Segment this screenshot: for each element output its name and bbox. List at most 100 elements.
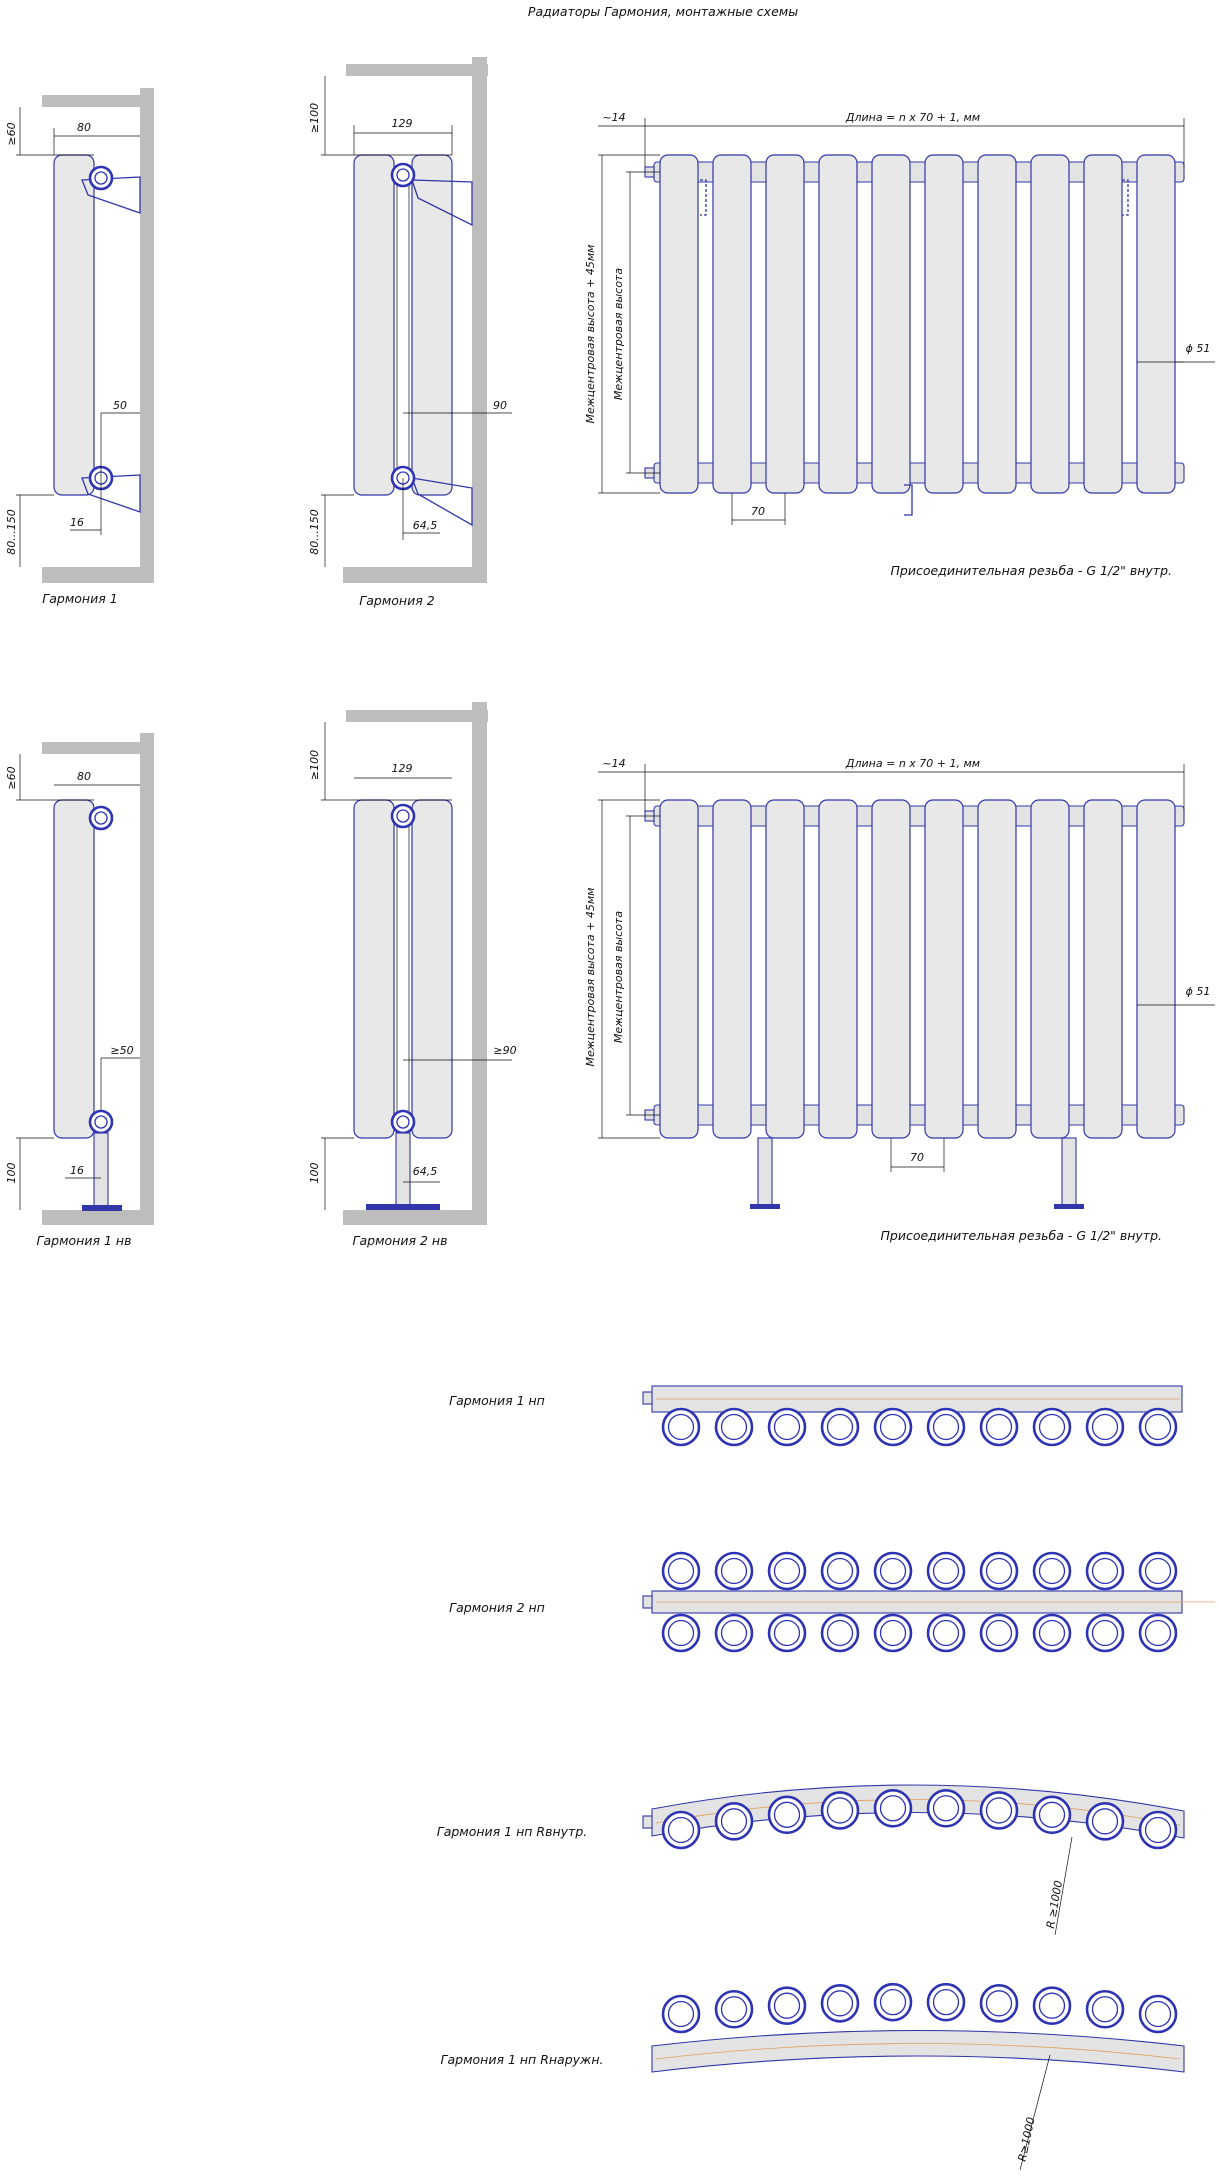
view-name: Гармония 1 нп Rвнутр. [437, 1824, 587, 1839]
section-ring [767, 1407, 807, 1447]
dim-bottom: 100 [308, 1163, 321, 1184]
view-name: Гармония 2 нп [449, 1600, 545, 1615]
section-ring [820, 1407, 860, 1447]
plan-view-1-np: Гармония 1 нп [449, 1385, 1183, 1447]
section-ring [1138, 1613, 1178, 1653]
view-name: Гармония 2 нв [353, 1233, 448, 1248]
section-ring [979, 1791, 1019, 1830]
dim-height-outer: Межцентровая высота + 45мм [584, 888, 597, 1067]
section-ring [714, 1407, 754, 1447]
section-ring [926, 1982, 966, 2022]
dim-offset: ~14 [602, 757, 625, 770]
dim-diameter: ϕ 51 [1186, 985, 1211, 998]
dim-radius: R ≥1000 [1044, 1879, 1065, 1929]
side-view-garmonia-2: ≥100 129 90 64,5 80...150 Гармония 2 [308, 57, 512, 608]
dim-radius: R≥1000 [1016, 2116, 1038, 2163]
section-ring [1032, 1613, 1072, 1653]
section-ring [767, 1986, 807, 2026]
section-ring [1085, 1551, 1125, 1591]
side-view-garmonia-1-nv: ≥60 80 ≥50 16 100 Гармония 1 нв [5, 733, 154, 1248]
section-ring [1085, 1802, 1125, 1841]
section-ring [926, 1788, 966, 1828]
section-ring [1032, 1407, 1072, 1447]
dim-length: Длина = n x 70 + 1, мм [845, 757, 980, 770]
section-ring [714, 1551, 754, 1591]
section-ring [661, 1613, 701, 1653]
dim-height-inner: Межцентровая высота [612, 911, 625, 1043]
section-ring [873, 1982, 913, 2022]
section-ring [979, 1551, 1019, 1591]
view-name: Гармония 2 [359, 593, 434, 608]
section-ring [1032, 1986, 1072, 2026]
section-ring [979, 1613, 1019, 1653]
section-ring [661, 1407, 701, 1447]
dim-width: 129 [392, 762, 413, 775]
section-ring [714, 1613, 754, 1653]
section-ring [873, 1407, 913, 1447]
section-ring [767, 1613, 807, 1653]
section-ring [979, 1407, 1019, 1447]
dim-width: 80 [77, 121, 91, 134]
dim-pipe: 16 [70, 516, 84, 529]
section-ring [820, 1984, 860, 2023]
section-ring [1138, 1551, 1178, 1591]
side-view-garmonia-1: ≥60 80 50 16 80...150 Гармония 1 [5, 88, 154, 606]
section-ring [873, 1551, 913, 1591]
dim-clearance: ≥50 [110, 1044, 133, 1057]
section-ring [767, 1551, 807, 1591]
view-name: Гармония 1 нп Rнаружн. [441, 2052, 604, 2067]
front-view-1: ~14 Длина = n x 70 + 1, мм Межцентровая … [584, 111, 1215, 578]
section-ring [1085, 1613, 1125, 1653]
section-ring [1032, 1551, 1072, 1591]
dim-bottom: 80...150 [308, 509, 321, 554]
dim-pitch: 70 [910, 1151, 924, 1164]
page-title: Радиаторы Гармония, монтажные схемы [528, 4, 798, 19]
dim-height-inner: Межцентровая высота [612, 268, 625, 400]
dim-bottom: 100 [5, 1163, 18, 1184]
section-ring [820, 1613, 860, 1653]
dim-clearance: 50 [113, 399, 127, 412]
section-ring [979, 1984, 1019, 2023]
section-ring [661, 1810, 701, 1850]
section-ring [926, 1407, 966, 1447]
dim-clearance: 90 [493, 399, 507, 412]
section-ring [714, 1802, 754, 1841]
section-ring [926, 1551, 966, 1591]
dim-pipe: 64,5 [413, 519, 438, 532]
dim-clearance: ≥90 [493, 1044, 516, 1057]
section-ring [1032, 1795, 1072, 1835]
dim-top: ≥100 [308, 103, 321, 133]
view-name: Гармония 1 [42, 591, 117, 606]
view-name: Гармония 1 нв [37, 1233, 132, 1248]
view-name: Гармония 1 нп [449, 1393, 545, 1408]
dim-top: ≥100 [308, 750, 321, 780]
dim-top: ≥60 [5, 766, 18, 789]
side-view-garmonia-2-nv: ≥100 129 ≥90 64,5 100 Гармония 2 нв [308, 702, 517, 1248]
section-ring [873, 1613, 913, 1653]
dim-top: ≥60 [5, 122, 18, 145]
dim-pipe: 16 [70, 1164, 84, 1177]
plan-view-1-np-r-inner: R ≥1000 Гармония 1 нп Rвнутр. [437, 1784, 1185, 1936]
thread-note: Присоединительная резьба - G 1/2" внутр. [891, 563, 1172, 578]
dim-diameter: ϕ 51 [1186, 342, 1211, 355]
section-ring [714, 1989, 754, 2029]
dim-width: 80 [77, 770, 91, 783]
section-ring [767, 1795, 807, 1835]
section-ring [661, 1994, 701, 2034]
section-ring [926, 1613, 966, 1653]
section-ring [820, 1791, 860, 1830]
section-ring [1138, 1810, 1178, 1850]
dim-height-outer: Межцентровая высота + 45мм [584, 245, 597, 424]
section-ring [1138, 1407, 1178, 1447]
dim-offset: ~14 [602, 111, 625, 124]
plan-view-2-np: Гармония 2 нп [449, 1551, 1215, 1653]
section-ring [661, 1551, 701, 1591]
dim-pitch: 70 [751, 505, 765, 518]
section-ring [820, 1551, 860, 1591]
dim-bottom: 80...150 [5, 509, 18, 554]
section-ring [1138, 1994, 1178, 2034]
plan-view-1-np-r-outer: R≥1000 Гармония 1 нп Rнаружн. [441, 1982, 1185, 2171]
front-view-2: ~14 Длина = n x 70 + 1, мм Межцентровая … [584, 757, 1215, 1243]
thread-note: Присоединительная резьба - G 1/2" внутр. [881, 1228, 1162, 1243]
